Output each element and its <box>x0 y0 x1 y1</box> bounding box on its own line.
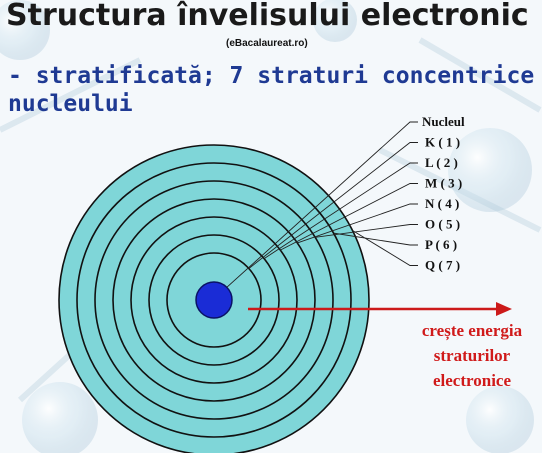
leader-line <box>248 142 418 269</box>
leader-line <box>352 230 418 266</box>
decor-sphere <box>448 128 532 212</box>
subtitle-line-2: nucleului <box>8 91 133 117</box>
slide-title: Structura învelisului electronic <box>6 0 529 33</box>
energy-caption: crește energia straturilor electronice <box>422 321 523 390</box>
slide-subtitle: - stratificată; 7 straturi concentrice n… <box>8 62 542 118</box>
subtitle-line-1: - stratificată; 7 straturi concentrice <box>8 63 535 89</box>
label-nucleus: Nucleul <box>422 114 465 129</box>
caption-line: electronice <box>433 371 511 390</box>
decor-sphere <box>22 382 98 453</box>
leader-line <box>226 121 418 288</box>
label-shell: N ( 4 ) <box>425 196 459 211</box>
decor-sphere <box>313 0 357 42</box>
leader-line <box>263 162 418 260</box>
caption-line: straturilor <box>434 346 511 365</box>
label-shell: Q ( 7 ) <box>425 258 460 273</box>
label-shell: P ( 6 ) <box>425 237 457 252</box>
leader-line <box>333 232 418 246</box>
label-shell: O ( 5 ) <box>425 217 460 232</box>
source-caption: (eBacalaureat.ro) <box>226 38 308 49</box>
decor-sphere <box>0 0 50 60</box>
label-shell: L ( 2 ) <box>425 155 458 170</box>
nucleus <box>195 281 233 319</box>
decor-sphere <box>466 386 534 453</box>
energy-arrow-head <box>496 302 512 316</box>
caption-line: crește energia <box>422 321 523 341</box>
leader-line <box>297 203 418 244</box>
leader-line <box>280 183 418 251</box>
label-shell: K ( 1 ) <box>425 135 460 150</box>
label-shell: M ( 3 ) <box>425 176 462 191</box>
leader-line <box>315 224 418 238</box>
